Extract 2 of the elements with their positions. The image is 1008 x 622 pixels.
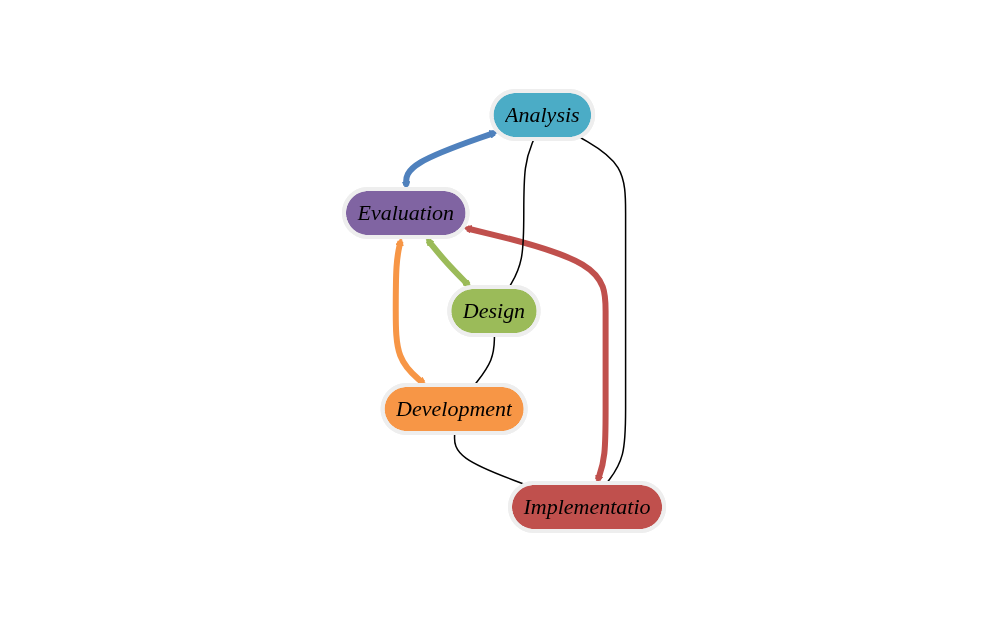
arrow xyxy=(425,237,472,289)
arrow xyxy=(401,130,499,190)
